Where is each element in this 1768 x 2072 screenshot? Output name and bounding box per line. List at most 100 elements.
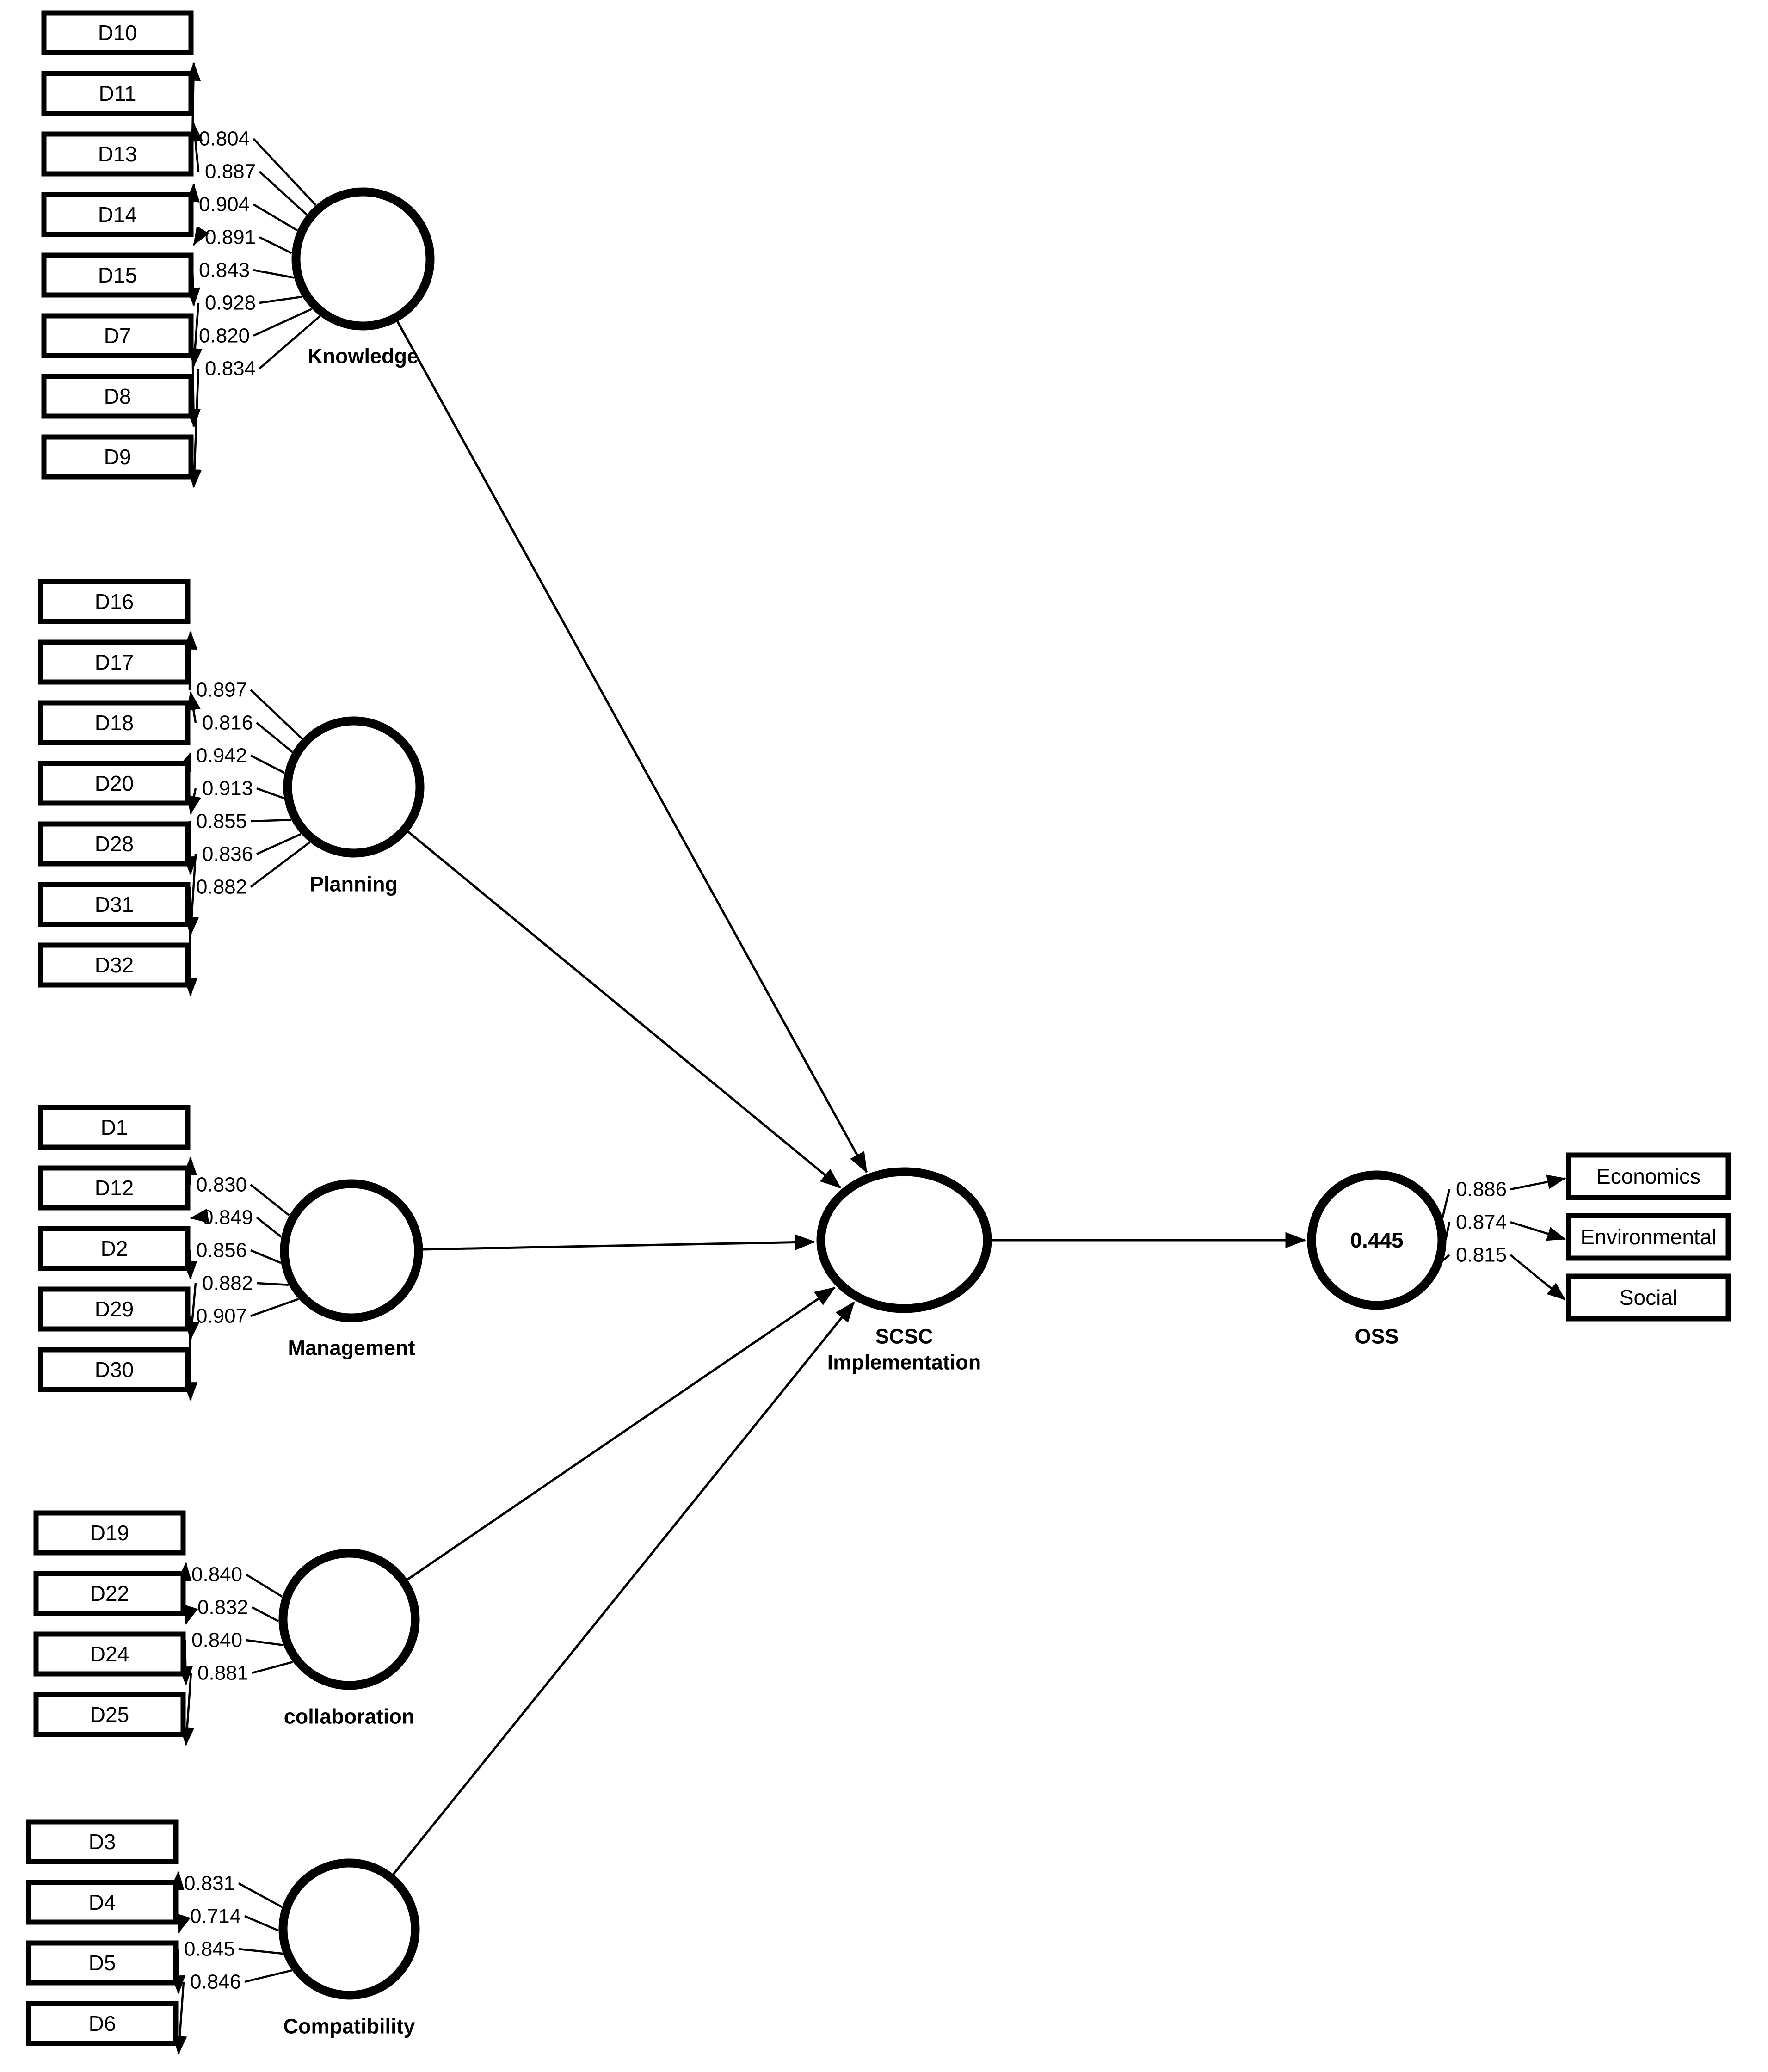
loading-value: 0.942 <box>196 744 247 767</box>
construct-node-planning <box>283 716 425 858</box>
measurement-edge-arrow <box>187 788 202 815</box>
loading-value: 0.913 <box>202 777 253 800</box>
construct-label-knowledge: Knowledge <box>308 344 419 368</box>
measurement-edge-stub <box>250 1249 282 1264</box>
outcome-edge-stub <box>1442 1254 1450 1262</box>
loading-value: 0.832 <box>197 1596 248 1619</box>
indicator-box <box>38 639 191 685</box>
loading-value: 0.816 <box>202 712 253 734</box>
outcome-label: Social <box>1620 1285 1677 1310</box>
indicator-label: D3 <box>89 1830 116 1854</box>
construct-node-scsc <box>816 1167 992 1313</box>
indicator-label: D10 <box>98 21 137 45</box>
loading-value: 0.836 <box>202 843 253 866</box>
structural-path-management-to-scsc <box>422 1234 816 1251</box>
indicator-box <box>41 10 194 55</box>
measurement-edge-arrow <box>186 691 201 723</box>
loading-value: 0.928 <box>205 292 256 314</box>
measurement-edge-stub <box>259 295 302 304</box>
measurement-edge-arrow <box>177 1913 191 1934</box>
construct-node-collaboration <box>278 1549 420 1690</box>
measurement-edge-arrow <box>172 1981 187 2055</box>
loading-value: 0.804 <box>199 128 250 150</box>
indicator-label: D19 <box>90 1521 129 1545</box>
loading-value: 0.840 <box>191 1629 242 1652</box>
indicator-box <box>41 374 194 419</box>
measurement-edge-stub <box>250 1184 290 1217</box>
indicator-box <box>33 1510 186 1556</box>
indicator-label: D13 <box>98 142 137 166</box>
measurement-edge-stub <box>253 308 312 337</box>
measurement-edge-stub <box>256 1217 282 1238</box>
measurement-edge-stub <box>244 1969 292 1983</box>
structural-path-knowledge-to-scsc <box>396 320 868 1174</box>
indicator-label: D18 <box>95 711 134 735</box>
outcome-label: Environmental <box>1580 1225 1716 1249</box>
measurement-edge-stub <box>238 1948 283 1955</box>
outcome-edge-arrow <box>1510 1174 1566 1191</box>
construct-label-oss: OSS <box>1355 1325 1398 1348</box>
indicator-label: D11 <box>99 81 136 105</box>
indicator-label: D24 <box>90 1642 129 1666</box>
indicator-box <box>41 192 194 237</box>
indicator-box <box>38 579 191 624</box>
indicator-label: D1 <box>101 1115 128 1139</box>
loading-value: 0.856 <box>196 1239 247 1262</box>
indicator-label: D9 <box>104 445 131 469</box>
indicator-box <box>41 434 194 480</box>
indicator-label: D31 <box>95 892 134 916</box>
construct-label-management: Management <box>288 1336 415 1360</box>
construct-label-planning: Planning <box>310 873 398 896</box>
loading-value: 0.849 <box>202 1206 253 1229</box>
indicator-box <box>26 2001 179 2046</box>
measurement-edge-arrow <box>184 1605 198 1625</box>
measurement-edge-arrow <box>193 226 209 246</box>
indicator-label: D4 <box>89 1890 116 1914</box>
measurement-edge-stub <box>256 1282 289 1286</box>
measurement-edge-stub <box>250 1298 299 1317</box>
construct-label-scsc-line1: SCSC <box>875 1325 933 1348</box>
indicator-box <box>38 1105 191 1150</box>
indicator-box <box>26 1819 179 1864</box>
measurement-edge-stub <box>250 818 291 823</box>
measurement-edge-stub <box>253 138 317 206</box>
structural-path-collaboration-to-scsc <box>406 1286 836 1581</box>
indicator-label: D14 <box>98 203 137 227</box>
loading-value: 0.843 <box>199 259 250 282</box>
measurement-edge-arrow <box>189 1208 209 1223</box>
measurement-edge-stub <box>259 315 321 369</box>
loading-value: 0.891 <box>205 226 256 249</box>
measurement-edge-stub <box>251 1606 279 1623</box>
loading-value: 0.846 <box>190 1971 241 1993</box>
indicator-box <box>38 1165 191 1211</box>
outcome-label: Economics <box>1596 1164 1700 1188</box>
construct-node-knowledge <box>291 187 435 331</box>
measurement-edge-stub <box>259 236 292 254</box>
indicator-label: D8 <box>104 384 131 408</box>
indicator-boxes-group: D10D11D13D14D15D7D8D9D16D17D18D20D28D31D… <box>26 10 1731 2046</box>
measurement-edge-arrow <box>184 854 199 936</box>
loading-value: 0.714 <box>190 1905 241 1928</box>
loading-value: 0.830 <box>196 1174 247 1196</box>
loading-value: 0.831 <box>184 1872 235 1895</box>
measurement-edge-stub <box>245 1574 283 1598</box>
indicator-box <box>41 71 194 116</box>
loading-value: 0.887 <box>205 160 256 183</box>
indicator-label: D15 <box>98 263 137 287</box>
measurement-edge-stub <box>256 833 302 855</box>
indicator-label: D17 <box>95 650 134 674</box>
indicator-box <box>33 1692 186 1737</box>
measurement-edge-arrow <box>188 123 203 172</box>
construct-label-compatibility: Compatibility <box>283 2015 415 2038</box>
loading-value: 0.834 <box>205 357 256 380</box>
indicator-label: D22 <box>90 1581 129 1605</box>
loading-labels-group: 0.8040.8870.9040.8910.8430.9280.8200.834… <box>184 128 1507 1993</box>
measurement-edge-arrow <box>187 368 202 488</box>
measurement-edge-arrow <box>179 1672 195 1746</box>
construct-label-collaboration: collaboration <box>284 1705 415 1728</box>
construct-node-compatibility <box>278 1858 420 2000</box>
outcome-edge-arrow <box>1510 1221 1566 1241</box>
measurement-edge-stub <box>244 1915 279 1932</box>
measurement-edge-arrow <box>188 302 203 367</box>
